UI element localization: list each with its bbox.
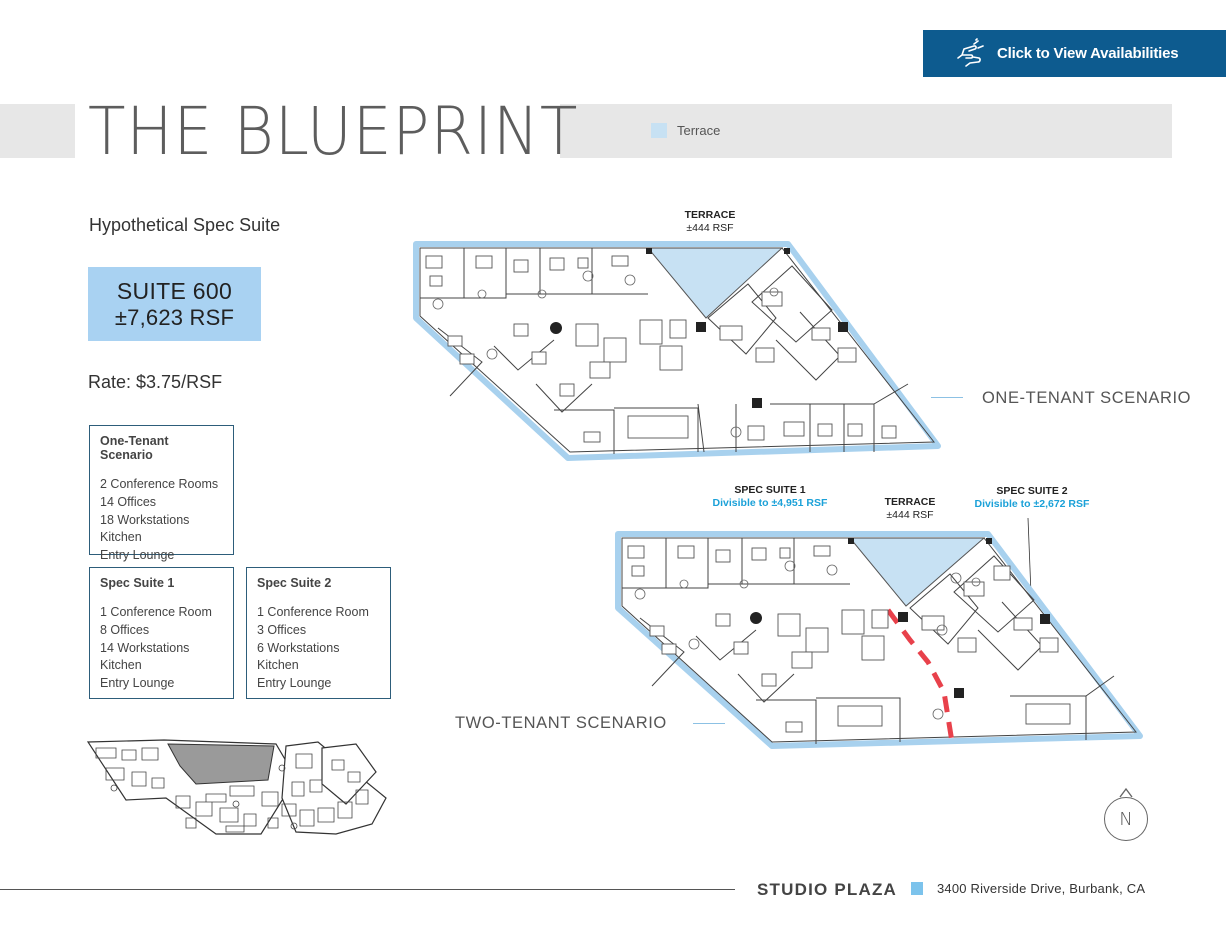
rate-text: Rate: $3.75/RSF xyxy=(88,372,223,392)
compass-icon xyxy=(1104,797,1148,841)
two-tenant-leader-line xyxy=(693,723,725,724)
one-tenant-summary: One-Tenant Scenario 2 Conference Rooms 1… xyxy=(89,425,234,562)
terrace-legend-label: Terrace xyxy=(677,123,721,138)
terrace-name: TERRACE xyxy=(884,496,936,508)
terrace-label-bottom: TERRACE ±444 RSF xyxy=(870,496,950,522)
footer-address: 3400 Riverside Drive, Burbank, CA xyxy=(937,881,1146,896)
list-item: 14 Offices xyxy=(100,494,157,509)
list-item: Entry Lounge xyxy=(100,676,175,691)
list-item: 14 Workstations xyxy=(100,640,190,655)
one-tenant-scenario-label: ONE-TENANT SCENARIO xyxy=(982,389,1192,407)
suite-name: SUITE 600 xyxy=(116,278,233,304)
spec-suite-1-note: Divisible to ±4,951 RSF xyxy=(712,497,828,509)
spec-suite-subheading: Hypothetical Spec Suite xyxy=(89,215,281,235)
page-title: THE BLUEPRINT xyxy=(88,93,579,170)
compass-north-label: N xyxy=(1119,809,1133,830)
terrace-label-top: TERRACE ±444 RSF xyxy=(670,209,750,235)
floor-plan-two-tenant xyxy=(615,517,1143,749)
suite-size: ±7,623 RSF xyxy=(114,305,235,330)
suite-badge: SUITE 600 ±7,623 RSF xyxy=(88,267,261,341)
box-title: Spec Suite 1 xyxy=(100,576,175,590)
list-item: 1 Conference Room xyxy=(100,605,212,619)
one-tenant-leader-line xyxy=(931,397,963,398)
footer-accent-square xyxy=(911,882,923,895)
list-item: 2 Conference Rooms xyxy=(100,477,219,491)
list-item: Kitchen xyxy=(100,658,142,673)
list-item: Kitchen xyxy=(257,658,299,673)
building-key-plan xyxy=(86,739,387,835)
list-item: Entry Lounge xyxy=(100,548,175,563)
floor-plan-one-tenant xyxy=(413,241,941,461)
spec-suite-2-name: SPEC SUITE 2 xyxy=(996,485,1068,497)
spec-suite-1-name: SPEC SUITE 1 xyxy=(734,484,806,496)
terrace-name: TERRACE xyxy=(684,209,736,221)
terrace-size: ±444 RSF xyxy=(886,509,934,521)
spec-suite-2-note: Divisible to ±2,672 RSF xyxy=(974,498,1090,510)
hand-pointer-icon xyxy=(953,37,987,71)
list-item: 8 Offices xyxy=(100,622,150,637)
spec-suite-2-label: SPEC SUITE 2 Divisible to ±2,672 RSF xyxy=(966,485,1098,511)
list-item: 18 Workstations xyxy=(100,512,190,527)
terrace-legend-swatch xyxy=(651,123,667,138)
title-band-left xyxy=(0,104,75,158)
footer-divider xyxy=(0,889,735,890)
footer-building-name: STUDIO PLAZA xyxy=(757,880,898,899)
list-item: Entry Lounge xyxy=(257,676,332,691)
compass-pointer-icon xyxy=(1119,787,1133,798)
list-item: Kitchen xyxy=(100,530,142,545)
list-item: 1 Conference Room xyxy=(257,605,369,619)
list-item: 6 Workstations xyxy=(257,640,340,655)
spec-suite-2-summary: Spec Suite 2 1 Conference Room 3 Offices… xyxy=(246,567,391,699)
box-title: Spec Suite 2 xyxy=(257,576,332,590)
view-availabilities-button[interactable]: Click to View Availabilities xyxy=(923,30,1226,77)
view-availabilities-label: Click to View Availabilities xyxy=(997,45,1179,62)
terrace-size: ±444 RSF xyxy=(686,222,734,234)
list-item: 3 Offices xyxy=(257,622,307,637)
spec-suite-1-summary: Spec Suite 1 1 Conference Room 8 Offices… xyxy=(89,567,234,699)
box-title: One-Tenant Scenario xyxy=(100,434,169,462)
spec-suite-1-label: SPEC SUITE 1 Divisible to ±4,951 RSF xyxy=(706,484,834,510)
two-tenant-scenario-label: TWO-TENANT SCENARIO xyxy=(455,714,667,732)
